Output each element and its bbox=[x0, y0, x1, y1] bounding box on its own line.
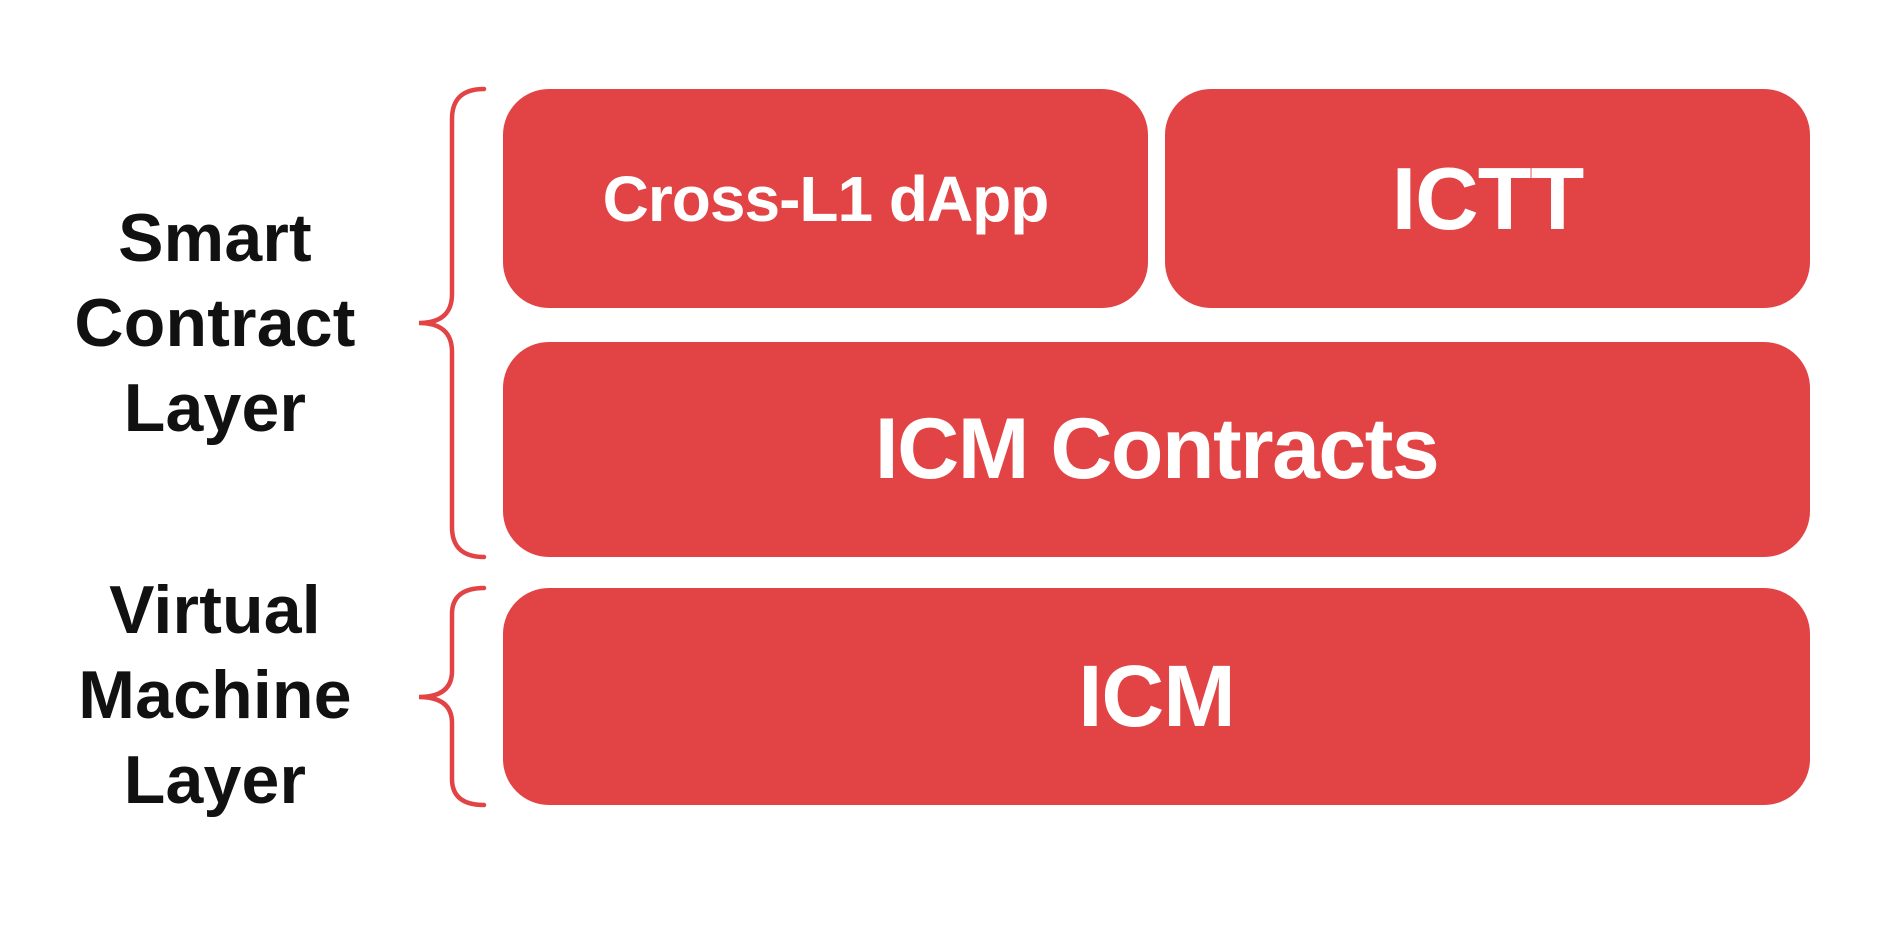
label-line: Machine bbox=[78, 657, 352, 733]
box-icm: ICM bbox=[503, 588, 1810, 805]
smart-contract-layer-label: Smart Contract Layer bbox=[0, 196, 430, 451]
box-icm-contracts-text: ICM Contracts bbox=[874, 401, 1440, 497]
label-line: Layer bbox=[123, 742, 307, 818]
box-icm-contracts: ICM Contracts bbox=[503, 342, 1810, 557]
box-ictt-text: ICTT bbox=[1391, 148, 1585, 248]
box-cross-l1-dapp: Cross-L1 dApp bbox=[503, 89, 1148, 308]
label-line: Virtual bbox=[109, 572, 321, 648]
box-ictt: ICTT bbox=[1165, 89, 1810, 308]
box-cross-l1-dapp-text: Cross-L1 dApp bbox=[602, 162, 1050, 235]
label-line: Smart bbox=[118, 200, 312, 276]
virtual-machine-layer-label: Virtual Machine Layer bbox=[0, 568, 430, 823]
label-line: Layer bbox=[123, 370, 307, 446]
box-icm-text: ICM bbox=[1078, 647, 1235, 745]
label-line: Contract bbox=[74, 285, 356, 361]
